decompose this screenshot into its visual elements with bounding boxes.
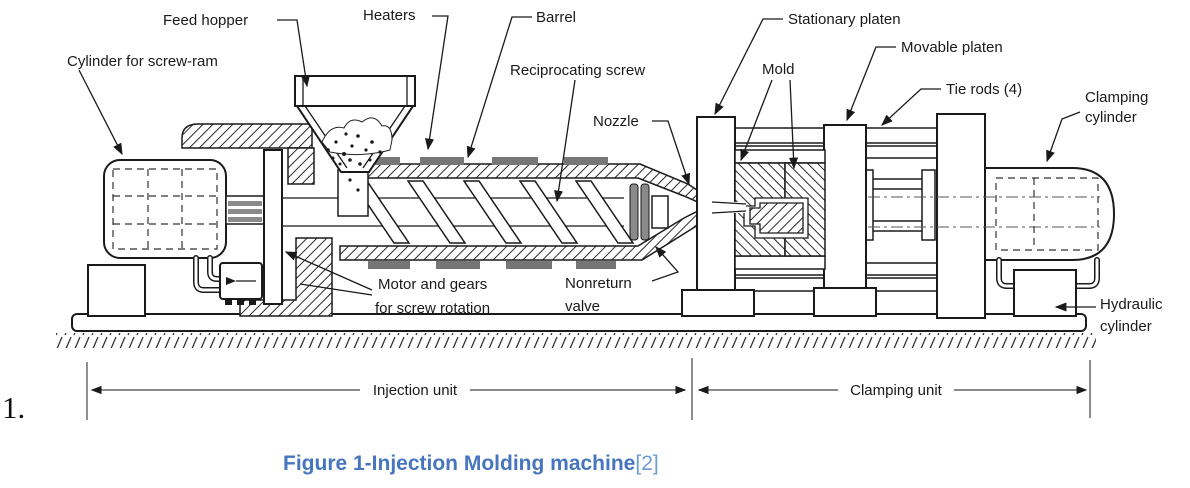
nonreturn-valve-shape xyxy=(629,183,669,241)
motor-and-gears-shape xyxy=(219,262,263,305)
label-stationary-platen: Stationary platen xyxy=(788,11,901,28)
housing-top-bar xyxy=(181,123,313,149)
stationary-platen-foot xyxy=(681,289,755,317)
label-hydraulic-cylinder-line1: Hydraulic xyxy=(1100,296,1163,313)
piston-rod xyxy=(225,195,265,225)
barrel-group xyxy=(339,157,713,269)
mold-core xyxy=(749,202,804,234)
label-motor-gears-line2: for screw rotation xyxy=(375,300,490,317)
label-nonreturn-valve-line2: valve xyxy=(565,298,600,315)
leader-lines xyxy=(78,15,1096,312)
ground-hatching xyxy=(56,333,1096,348)
citation-link[interactable]: [2] xyxy=(635,452,659,475)
housing-right-column xyxy=(287,147,315,185)
label-reciprocating-screw: Reciprocating screw xyxy=(510,62,645,79)
movable-platen-shape xyxy=(823,124,867,303)
hydraulic-cylinder-shape xyxy=(1013,269,1077,317)
clamp-piston-rods xyxy=(861,169,936,241)
label-cylinder-for-screw-ram: Cylinder for screw-ram xyxy=(67,53,218,70)
label-tie-rods: Tie rods (4) xyxy=(946,81,1022,98)
motor-pipes xyxy=(193,255,223,293)
machine-base xyxy=(56,313,1096,348)
thrust-plate xyxy=(263,149,283,305)
cylinder-support-foot xyxy=(87,264,146,317)
label-nozzle: Nozzle xyxy=(593,113,639,130)
label-clamping-cylinder-line1: Clamping xyxy=(1085,89,1148,106)
label-movable-platen: Movable platen xyxy=(901,39,1003,56)
label-nonreturn-valve-line1: Nonreturn xyxy=(565,275,632,292)
sprue-channel xyxy=(711,201,747,214)
list-number: 1. xyxy=(2,390,26,425)
rear-plate xyxy=(936,113,986,319)
reciprocating-screw-shape xyxy=(346,180,635,244)
label-heaters: Heaters xyxy=(363,7,416,24)
figure-caption-text: Figure 1-Injection Molding machine xyxy=(283,452,636,475)
injection-unit-group xyxy=(87,123,346,317)
label-injection-unit: Injection unit xyxy=(373,382,458,399)
label-barrel: Barrel xyxy=(536,9,576,26)
screw-ram-cylinder-shape xyxy=(103,159,227,259)
plastic-granules xyxy=(321,117,393,192)
label-clamping-cylinder-line2: cylinder xyxy=(1085,109,1137,126)
figure-caption: Figure 1-Injection Molding machine[2] xyxy=(283,452,659,476)
dimension-lines: Injection unit Clamping unit xyxy=(86,358,1091,420)
injection-molding-diagram: Cylinder for screw-ram Feed hopper Heate… xyxy=(56,7,1163,420)
label-mold: Mold xyxy=(762,61,795,78)
label-clamping-unit: Clamping unit xyxy=(850,382,943,399)
hopper-neck xyxy=(337,169,369,217)
hydraulic-pipes xyxy=(996,257,1100,289)
label-motor-gears-line1: Motor and gears xyxy=(378,276,487,293)
label-hydraulic-cylinder-line2: cylinder xyxy=(1100,318,1152,335)
mold-shape xyxy=(734,149,826,270)
label-feed-hopper: Feed hopper xyxy=(163,12,248,29)
heater-bands xyxy=(358,157,616,269)
part-labels: Cylinder for screw-ram Feed hopper Heate… xyxy=(67,7,1163,335)
clamping-unit-group xyxy=(681,113,1116,319)
feed-hopper-shape xyxy=(294,75,416,217)
clamping-cylinder-shape xyxy=(984,167,1116,261)
housing-lower-block xyxy=(239,237,333,317)
movable-platen-foot xyxy=(813,287,877,317)
